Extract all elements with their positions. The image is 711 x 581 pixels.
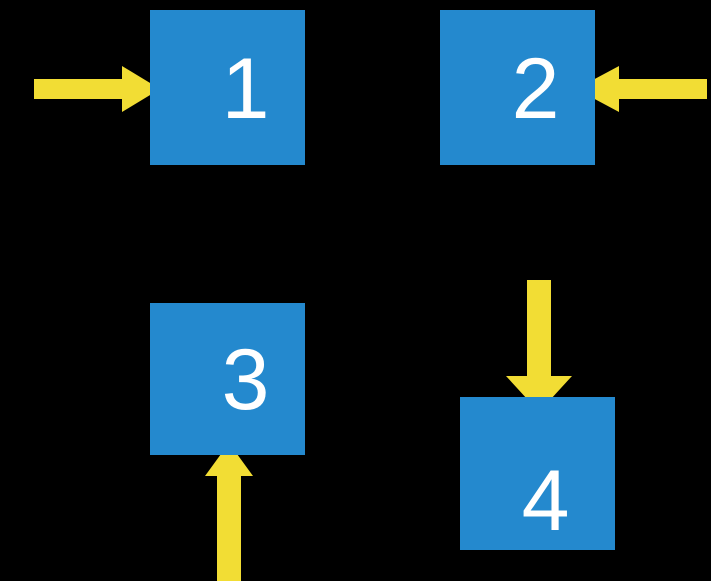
arrow-right-icon[interactable] bbox=[34, 66, 160, 112]
node-box-1[interactable]: 1 bbox=[150, 10, 305, 165]
node-label-2: 2 bbox=[511, 40, 560, 137]
arrow-up-icon[interactable] bbox=[205, 443, 253, 581]
node-label-3: 3 bbox=[221, 332, 270, 428]
node-box-2[interactable]: 2 bbox=[440, 10, 595, 165]
node-box-3[interactable]: 3 bbox=[150, 303, 305, 455]
node-label-1: 1 bbox=[221, 40, 270, 137]
node-label-4: 4 bbox=[521, 452, 570, 549]
node-box-4[interactable]: 4 bbox=[460, 397, 615, 550]
arrow-left-icon[interactable] bbox=[576, 66, 707, 112]
arrow-down-icon[interactable] bbox=[506, 280, 572, 412]
